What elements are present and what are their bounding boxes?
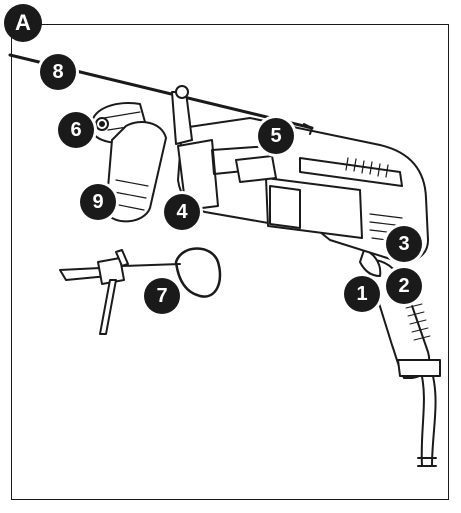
callout-8: 8	[40, 54, 76, 90]
chuck-key-strap	[174, 247, 222, 298]
selector-switch	[235, 155, 277, 183]
handle-base	[397, 359, 441, 377]
figure-label: A	[4, 4, 42, 42]
side-vents	[369, 213, 405, 243]
callout-4: 4	[164, 194, 200, 230]
callout-7: 7	[144, 278, 180, 314]
callout-5: 5	[258, 118, 294, 154]
callout-3: 3	[386, 226, 422, 262]
callout-9: 9	[80, 184, 116, 220]
callout-2: 2	[386, 268, 422, 304]
callout-6: 6	[58, 112, 94, 148]
chuck-key	[59, 249, 181, 335]
top-vent-strip	[299, 157, 403, 187]
gear-housing	[177, 139, 219, 211]
power-cord	[420, 371, 425, 467]
callout-1: 1	[344, 276, 380, 312]
top-vents	[345, 157, 389, 178]
trigger	[359, 249, 382, 277]
figure-frame	[11, 24, 449, 500]
side-panel	[265, 177, 363, 239]
